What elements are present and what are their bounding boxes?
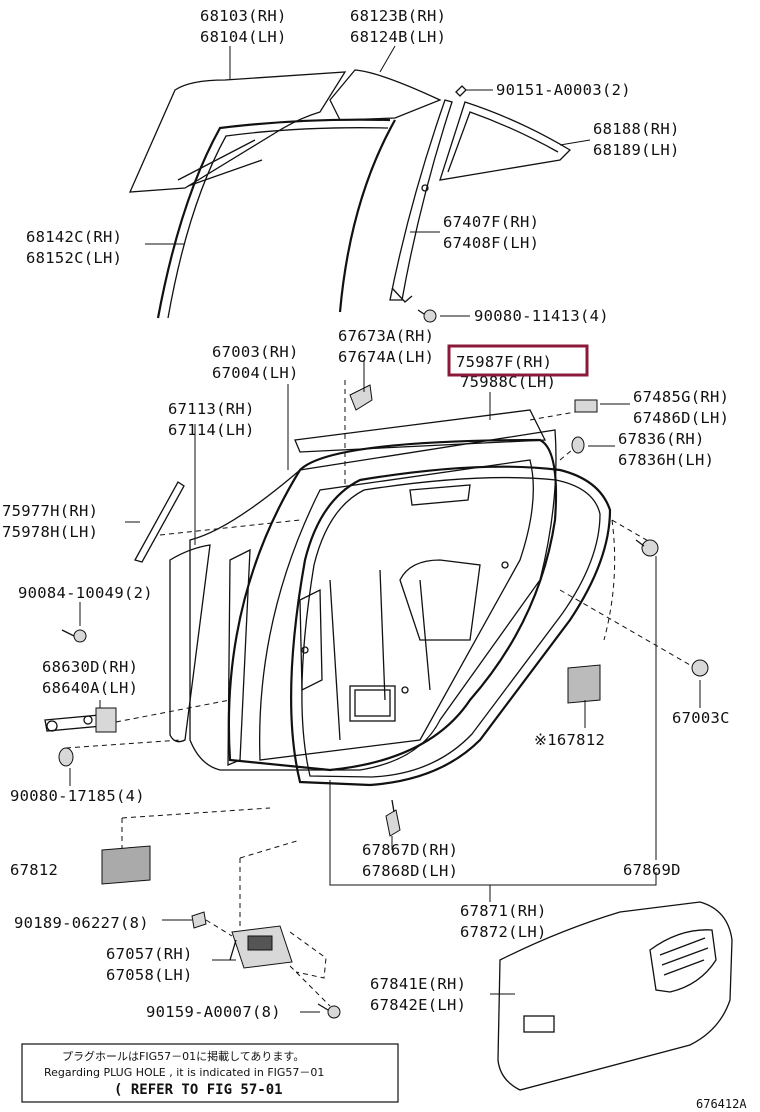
label-67113-rh: 67113(RH)	[168, 400, 255, 418]
label-67407f-rh: 67407F(RH)	[443, 213, 539, 231]
highlight-box	[447, 344, 589, 377]
label-68103-rh: 68103(RH)	[200, 7, 287, 25]
label-75987f-rh: 75987F(RH)	[456, 353, 552, 371]
cover-67485-icon	[574, 399, 598, 413]
notice-line-3: ( REFER TO FIG 57-01	[114, 1082, 283, 1098]
label-68104-lh: 68104(LH)	[200, 28, 287, 46]
label-67003-rh: 67003(RH)	[212, 343, 299, 361]
label-90151: 90151-A0003(2)	[496, 81, 631, 99]
clip-67003c-icon	[635, 539, 709, 677]
label-67812: 67812	[10, 861, 58, 879]
label-90189-06227: 90189-06227(8)	[14, 914, 149, 932]
figure-number: 676412A	[696, 1097, 747, 1111]
label-67114-lh: 67114(LH)	[168, 421, 255, 439]
clip-67673-icon	[349, 384, 373, 411]
label-90080-11413: 90080-11413(4)	[474, 307, 609, 325]
label-67869d: 67869D	[623, 861, 681, 879]
screw-90189-icon	[191, 911, 207, 929]
door-lock-drawing	[229, 925, 293, 969]
label-75977h-rh: 75977H(RH)	[2, 502, 98, 520]
label-68124b-lh: 68124B(LH)	[350, 28, 446, 46]
label-90084-10049: 90084-10049(2)	[18, 584, 153, 602]
label-67872-lh: 67872(LH)	[460, 923, 547, 941]
label-67674a-lh: 67674A(LH)	[338, 348, 434, 366]
door-trim-board-drawing	[497, 901, 733, 1091]
grommet-67836-icon	[571, 436, 585, 454]
nut-90080b-icon	[58, 747, 74, 767]
label-67408f-lh: 67408F(LH)	[443, 234, 539, 252]
label-68123b-rh: 68123B(RH)	[350, 7, 446, 25]
notice-line-2: Regarding PLUG HOLE , it is indicated in…	[44, 1066, 324, 1079]
door-weatherstrip-drawing	[290, 465, 612, 787]
label-67836h-lh: 67836H(LH)	[618, 451, 714, 469]
screw-90151-icon	[455, 85, 467, 97]
label-75978h-lh: 75978H(LH)	[2, 523, 98, 541]
part-labels: 68103(RH) 68104(LH) 68123B(RH) 68124B(LH…	[2, 7, 730, 1021]
plug-hole-notice: プラグホールはFIG57－01に掲載してあります。 Regarding PLUG…	[21, 1043, 399, 1103]
rear-quarter-glass-drawing	[439, 101, 572, 181]
label-67058-lh: 67058(LH)	[106, 966, 193, 984]
belt-moulding-drawing	[294, 409, 547, 453]
bolt-90084-icon	[61, 629, 87, 643]
label-67836-rh: 67836(RH)	[618, 430, 705, 448]
label-67057-rh: 67057(RH)	[106, 945, 193, 963]
label-67842e-lh: 67842E(LH)	[370, 996, 466, 1014]
label-68630d-rh: 68630D(RH)	[42, 658, 138, 676]
label-67004-lh: 67004(LH)	[212, 364, 299, 382]
label-75988c-lh: 75988C(LH)	[460, 373, 556, 391]
label-67871-rh: 67871(RH)	[460, 902, 547, 920]
label-67485g-rh: 67485G(RH)	[633, 388, 729, 406]
label-67868d-lh: 67868D(LH)	[362, 862, 458, 880]
label-67867d-rh: 67867D(RH)	[362, 841, 458, 859]
leader-lines	[69, 45, 701, 1013]
label-90080-17185: 90080-17185(4)	[10, 787, 145, 805]
label-167812: ※167812	[534, 731, 605, 749]
label-67841e-rh: 67841E(RH)	[370, 975, 466, 993]
label-67486d-lh: 67486D(LH)	[633, 409, 729, 427]
glass-run-channel-drawing	[156, 69, 442, 319]
seal-67812-icon	[101, 845, 151, 885]
door-inner-frame-drawing	[227, 438, 558, 772]
label-67673a-rh: 67673A(RH)	[338, 327, 434, 345]
label-68188-rh: 68188(RH)	[593, 120, 680, 138]
sash-garnish-drawing	[134, 481, 185, 563]
label-68152c-lh: 68152C(LH)	[26, 249, 122, 267]
seal-167812-icon	[567, 664, 601, 704]
clip-67867-icon	[385, 799, 401, 837]
label-90159-a0007: 90159-A0007(8)	[146, 1003, 281, 1021]
door-glass-drawing	[128, 71, 347, 193]
screw-90159-icon	[317, 1003, 341, 1019]
label-68640a-lh: 68640A(LH)	[42, 679, 138, 697]
dashed-guide-lines	[65, 380, 691, 1007]
label-68189-lh: 68189(LH)	[593, 141, 680, 159]
door-check-drawing	[44, 707, 117, 733]
label-68142c-rh: 68142C(RH)	[26, 228, 122, 246]
division-bar-drawing	[389, 99, 453, 303]
label-67003c: 67003C	[672, 709, 730, 727]
notice-line-1: プラグホールはFIG57－01に掲載してあります。	[62, 1049, 304, 1063]
bolt-90080a-icon	[417, 309, 437, 323]
